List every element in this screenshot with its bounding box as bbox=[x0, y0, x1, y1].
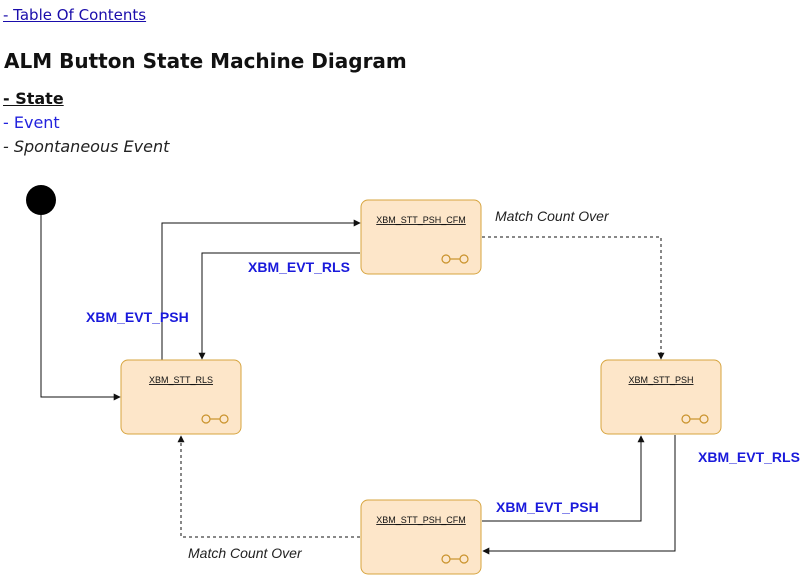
table-of-contents-link[interactable]: - Table Of Contents bbox=[3, 6, 147, 24]
initial-node bbox=[26, 185, 56, 215]
state-xbm-stt-psh-cfm-top: XBM_STT_PSH_CFM bbox=[360, 199, 482, 275]
state-label: XBM_STT_RLS bbox=[149, 375, 213, 385]
legend-event: - Event bbox=[3, 113, 60, 132]
sub-machine-icon bbox=[681, 414, 709, 424]
legend-spontaneous-event: - Spontaneous Event bbox=[3, 137, 170, 156]
edge-initial-to-rls bbox=[40, 215, 121, 401]
spontaneous-label-top: Match Count Over bbox=[495, 208, 610, 224]
spontaneous-label-bottom: Match Count Over bbox=[188, 545, 303, 561]
event-label-rls-top: XBM_EVT_RLS bbox=[248, 259, 350, 275]
event-label-psh-bottom: XBM_EVT_PSH bbox=[496, 499, 599, 515]
state-xbm-stt-psh-cfm-bottom: XBM_STT_PSH_CFM bbox=[360, 499, 482, 575]
event-label-psh-left: XBM_EVT_PSH bbox=[86, 309, 189, 325]
edge-psh-cfm-bottom-to-psh bbox=[482, 435, 645, 522]
edge-rls-to-psh-cfm-top bbox=[161, 219, 361, 360]
state-label: XBM_STT_PSH_CFM bbox=[376, 215, 466, 225]
sub-machine-icon bbox=[441, 254, 469, 264]
state-xbm-stt-rls: XBM_STT_RLS bbox=[120, 359, 242, 435]
edge-psh-cfm-bottom-to-rls bbox=[177, 435, 360, 538]
state-xbm-stt-psh: XBM_STT_PSH bbox=[600, 359, 722, 435]
state-label: XBM_STT_PSH bbox=[628, 375, 693, 385]
edge-psh-cfm-top-to-psh bbox=[482, 236, 665, 360]
edge-psh-cfm-top-to-rls bbox=[198, 252, 360, 360]
state-label: XBM_STT_PSH_CFM bbox=[376, 515, 466, 525]
page-title: ALM Button State Machine Diagram bbox=[4, 49, 407, 73]
sub-machine-icon bbox=[441, 554, 469, 564]
edge-psh-to-psh-cfm-bottom bbox=[482, 435, 676, 555]
event-label-rls-right: XBM_EVT_RLS bbox=[698, 449, 800, 465]
sub-machine-icon bbox=[201, 414, 229, 424]
legend-state: - State bbox=[3, 89, 64, 108]
